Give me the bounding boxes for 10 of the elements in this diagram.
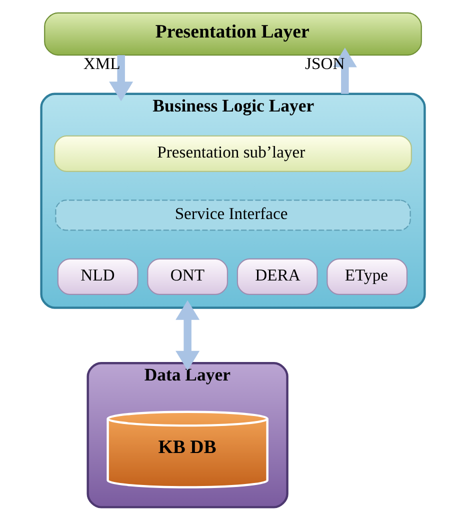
node-box: EType [326, 258, 408, 295]
node-box: NLD [56, 258, 138, 295]
edge-label: XML [82, 54, 120, 73]
node-box: DERA [236, 258, 318, 295]
node-box: ONT [146, 258, 228, 295]
arrow [332, 48, 356, 94]
arrow [175, 300, 200, 371]
arrow [108, 55, 133, 102]
edge-label: JSON [304, 54, 344, 74]
node-box: Service Interface [54, 200, 410, 231]
